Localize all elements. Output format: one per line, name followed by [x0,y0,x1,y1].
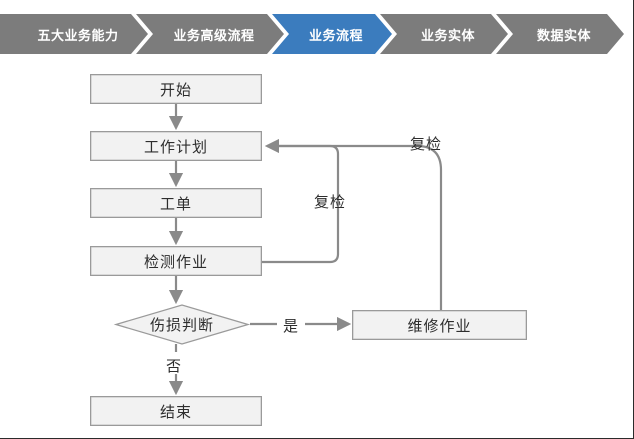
node-inspection-task[interactable]: 检测作业 [90,246,262,276]
decision-diamond-shape [113,304,251,345]
edge-label-recheck-inner: 复检 [314,194,347,211]
node-inspection-task-label: 检测作业 [143,253,208,271]
breadcrumb-item-5[interactable]: 数据实体 [496,14,624,54]
node-start[interactable]: 开始 [90,74,262,104]
node-work-plan-label: 工作计划 [143,138,208,156]
breadcrumb: 五大业务能力 业务高级流程 业务流程 业务实体 数据实体 [0,14,634,54]
edge-repair-plan-recheck [400,144,443,310]
node-work-order-label: 工单 [159,195,192,213]
node-work-order[interactable]: 工单 [90,188,262,218]
edge-label-no: 否 [166,358,183,375]
breadcrumb-item-1-label: 五大业务能力 [37,27,119,43]
edge-label-recheck-outer: 复检 [410,136,443,153]
breadcrumb-item-5-label: 数据实体 [536,27,591,43]
node-repair-task-label: 维修作业 [407,317,472,335]
node-damage-decision[interactable]: 伤损判断 [116,305,248,344]
node-end[interactable]: 结束 [90,396,262,426]
breadcrumb-item-2-label: 业务高级流程 [173,27,255,43]
node-damage-decision-label: 伤损判断 [149,317,214,334]
breadcrumb-item-4[interactable]: 业务实体 [380,14,508,54]
breadcrumb-item-1[interactable]: 五大业务能力 [0,14,148,54]
breadcrumb-item-2[interactable]: 业务高级流程 [136,14,284,54]
breadcrumb-item-3-active[interactable]: 业务流程 [272,14,392,54]
node-end-label: 结束 [159,403,192,421]
breadcrumb-item-4-label: 业务实体 [420,27,475,43]
node-work-plan[interactable]: 工作计划 [90,131,262,161]
node-repair-task[interactable]: 维修作业 [352,310,527,340]
node-start-label: 开始 [159,81,192,99]
breadcrumb-item-3-label: 业务流程 [308,27,363,43]
edge-label-yes: 是 [283,318,300,335]
